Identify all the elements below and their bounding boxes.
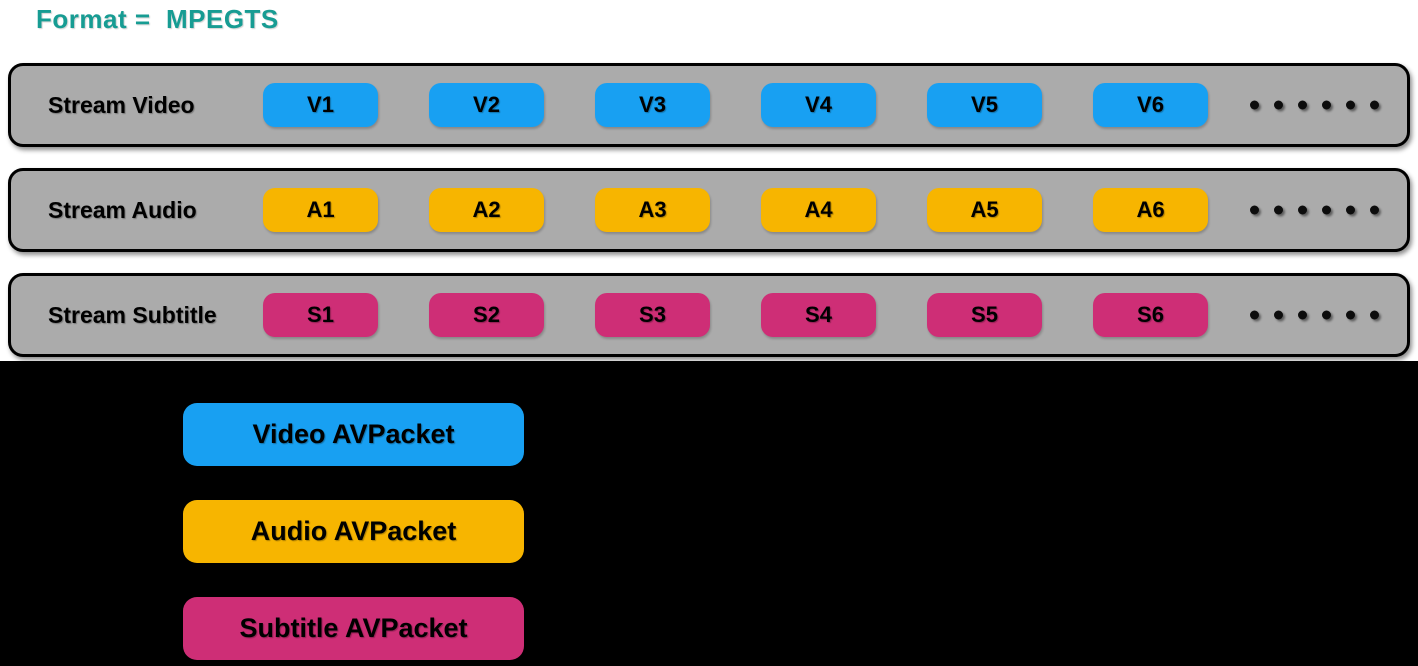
diagram-title: Format = MPEGTS — [36, 4, 279, 34]
packet-sequence: A1 A2 A3 A4 A5 A6 — [263, 188, 1208, 232]
ellipsis-dot — [1274, 310, 1283, 320]
packet-v5: V5 — [927, 83, 1042, 127]
packet-a1: A1 — [263, 188, 378, 232]
stream-label: Stream Subtitle — [48, 301, 217, 328]
packet-s1: S1 — [263, 293, 378, 337]
packet-v3: V3 — [595, 83, 710, 127]
stream-row-audio: Stream Audio A1 A2 A3 A4 A5 A6 — [8, 168, 1410, 252]
stream-label: Stream Audio — [48, 196, 197, 223]
streams-panel: Stream Video V1 V2 V3 V4 V5 V6 Stream Audio A… — [8, 63, 1410, 378]
footer-panel: Video AVPacket Audio AVPacket Subtitle A… — [0, 361, 1418, 666]
packet-a3: A3 — [595, 188, 710, 232]
ellipsis-dot — [1298, 310, 1307, 320]
ellipsis-dot — [1370, 100, 1379, 110]
packet-s2: S2 — [429, 293, 544, 337]
ellipsis-dot — [1298, 100, 1307, 110]
packet-sequence: S1 S2 S3 S4 S5 S6 — [263, 293, 1208, 337]
ellipsis-dot — [1346, 310, 1355, 320]
ellipsis-dot — [1322, 310, 1331, 320]
stream-label: Stream Video — [48, 91, 195, 118]
ellipsis-dot — [1370, 310, 1379, 320]
ellipsis-dot — [1346, 100, 1355, 110]
packet-v1: V1 — [263, 83, 378, 127]
ellipsis-dots — [1250, 310, 1379, 320]
packet-a2: A2 — [429, 188, 544, 232]
packet-s5: S5 — [927, 293, 1042, 337]
legend-video-avpacket: Video AVPacket — [183, 403, 524, 466]
packet-sequence: V1 V2 V3 V4 V5 V6 — [263, 83, 1208, 127]
stream-row-subtitle: Stream Subtitle S1 S2 S3 S4 S5 S6 — [8, 273, 1410, 357]
ellipsis-dots — [1250, 100, 1379, 110]
packet-v6: V6 — [1093, 83, 1208, 127]
packet-v4: V4 — [761, 83, 876, 127]
ellipsis-dot — [1274, 100, 1283, 110]
ellipsis-dot — [1298, 205, 1307, 215]
ellipsis-dot — [1370, 205, 1379, 215]
legend-subtitle-avpacket: Subtitle AVPacket — [183, 597, 524, 660]
packet-a6: A6 — [1093, 188, 1208, 232]
ellipsis-dot — [1322, 205, 1331, 215]
legend-audio-avpacket: Audio AVPacket — [183, 500, 524, 563]
ellipsis-dot — [1322, 100, 1331, 110]
stream-row-video: Stream Video V1 V2 V3 V4 V5 V6 — [8, 63, 1410, 147]
ellipsis-dot — [1250, 205, 1259, 215]
packet-v2: V2 — [429, 83, 544, 127]
ellipsis-dot — [1346, 205, 1355, 215]
packet-s6: S6 — [1093, 293, 1208, 337]
packet-a5: A5 — [927, 188, 1042, 232]
packet-s3: S3 — [595, 293, 710, 337]
ellipsis-dots — [1250, 205, 1379, 215]
ellipsis-dot — [1274, 205, 1283, 215]
packet-s4: S4 — [761, 293, 876, 337]
ellipsis-dot — [1250, 310, 1259, 320]
ellipsis-dot — [1250, 100, 1259, 110]
packet-a4: A4 — [761, 188, 876, 232]
